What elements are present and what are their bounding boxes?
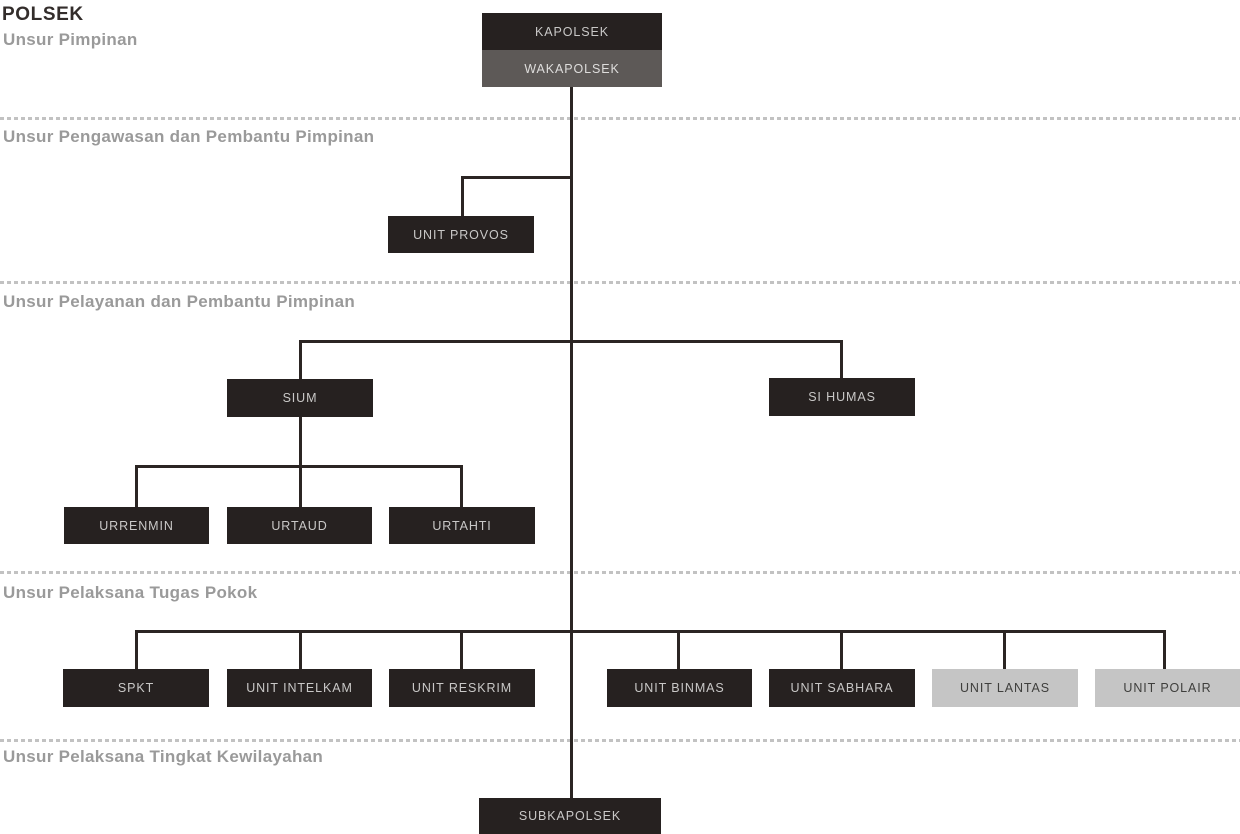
section-divider — [0, 117, 1240, 120]
section-label-tugas-pokok: Unsur Pelaksana Tugas Pokok — [3, 583, 258, 602]
connector-lantas-drop — [1003, 630, 1006, 669]
node-urrenmin: URRENMIN — [64, 507, 209, 544]
section-divider — [0, 739, 1240, 742]
node-unit-intelkam: UNIT INTELKAM — [227, 669, 372, 707]
node-urtahti: URTAHTI — [389, 507, 535, 544]
connector-binmas-drop — [677, 630, 680, 669]
connector-provos-horizontal — [461, 176, 573, 179]
connector-pelayanan-horizontal — [299, 340, 843, 343]
connector-sihumas-drop — [840, 340, 843, 378]
section-label-pimpinan: Unsur Pimpinan — [3, 30, 138, 49]
node-unit-sabhara: UNIT SABHARA — [769, 669, 915, 707]
connector-spkt-drop — [135, 630, 138, 669]
connector-sium-drop — [299, 340, 302, 379]
section-divider — [0, 281, 1240, 284]
connector-urtahti-drop — [460, 465, 463, 507]
connector-reskrim-drop — [460, 630, 463, 669]
node-unit-binmas: UNIT BINMAS — [607, 669, 752, 707]
node-unit-provos: UNIT PROVOS — [388, 216, 534, 253]
connector-sabhara-drop — [840, 630, 843, 669]
section-divider — [0, 571, 1240, 574]
section-label-kewilayahan: Unsur Pelaksana Tingkat Kewilayahan — [3, 747, 324, 766]
node-kapolsek: KAPOLSEK — [482, 13, 662, 50]
connector-provos-drop — [461, 176, 464, 216]
node-urtaud: URTAUD — [227, 507, 372, 544]
chart-title: POLSEK — [2, 4, 84, 25]
node-wakapolsek: WAKAPOLSEK — [482, 50, 662, 87]
node-unit-polair: UNIT POLAIR — [1095, 669, 1240, 707]
connector-urtaud-drop — [299, 465, 302, 507]
node-unit-reskrim: UNIT RESKRIM — [389, 669, 535, 707]
node-si-humas: SI HUMAS — [769, 378, 915, 416]
node-spkt: SPKT — [63, 669, 209, 707]
section-label-pelayanan: Unsur Pelayanan dan Pembantu Pimpinan — [3, 292, 356, 311]
connector-polair-drop — [1163, 630, 1166, 669]
connector-pokok-horizontal — [135, 630, 1166, 633]
connector-intelkam-drop — [299, 630, 302, 669]
connector-urrenmin-drop — [135, 465, 138, 507]
node-subkapolsek: SUBKAPOLSEK — [479, 798, 661, 834]
connector-trunk-vertical — [570, 86, 573, 798]
connector-sium-children-stem — [299, 417, 302, 468]
node-sium: SIUM — [227, 379, 373, 417]
section-label-pengawasan: Unsur Pengawasan dan Pembantu Pimpinan — [3, 127, 375, 146]
node-unit-lantas: UNIT LANTAS — [932, 669, 1078, 707]
